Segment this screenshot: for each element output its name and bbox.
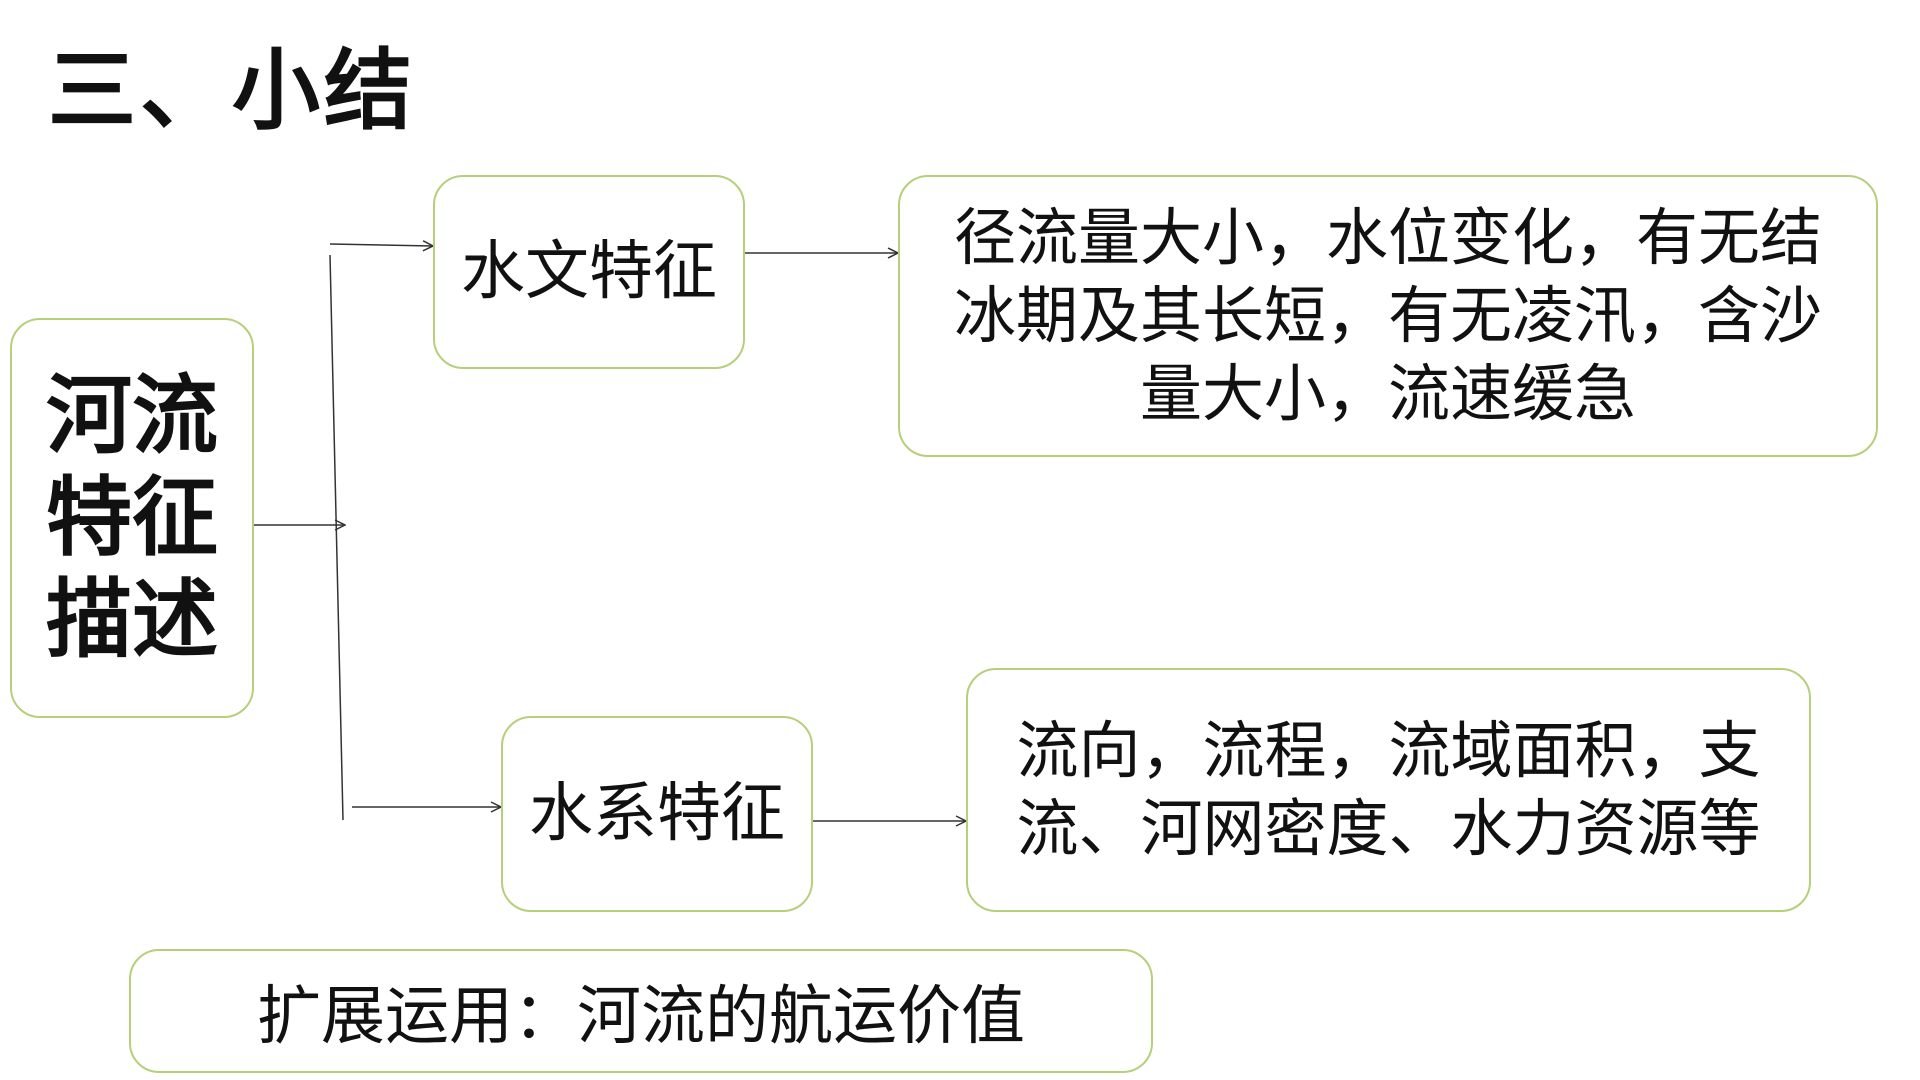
hydro-branch-arrow [329, 244, 433, 246]
hydro-node: 水文特征 [433, 175, 745, 369]
hydro-detail-node: 径流量大小，水位变化，有无结冰期及其长短，有无凌汛，含沙量大小，流速缓急 [898, 175, 1878, 457]
extension-text: 扩展运用：河流的航运价值 [257, 980, 1025, 1054]
extension-box: 扩展运用：河流的航运价值 [129, 949, 1153, 1073]
page-title: 三、小结 [48, 39, 417, 142]
system-node-label: 水系特征 [529, 776, 785, 851]
hydro-detail-text: 径流量大小，水位变化，有无结冰期及其长短，有无凌汛，含沙量大小，流速缓急 [953, 201, 1822, 430]
system-detail-node: 流向，流程，流域面积，支流、河网密度、水力资源等 [966, 668, 1811, 912]
root-line-1: 河流 [46, 366, 218, 466]
hydro-node-label: 水文特征 [461, 234, 717, 309]
system-node: 水系特征 [501, 716, 813, 912]
root-node: 河流 特征 描述 [10, 318, 254, 718]
system-detail-text: 流向，流程，流域面积，支流、河网密度、水力资源等 [1016, 714, 1761, 865]
trunk-line [329, 254, 344, 821]
root-line-2: 特征 [46, 468, 218, 568]
root-line-3: 描述 [46, 570, 218, 670]
